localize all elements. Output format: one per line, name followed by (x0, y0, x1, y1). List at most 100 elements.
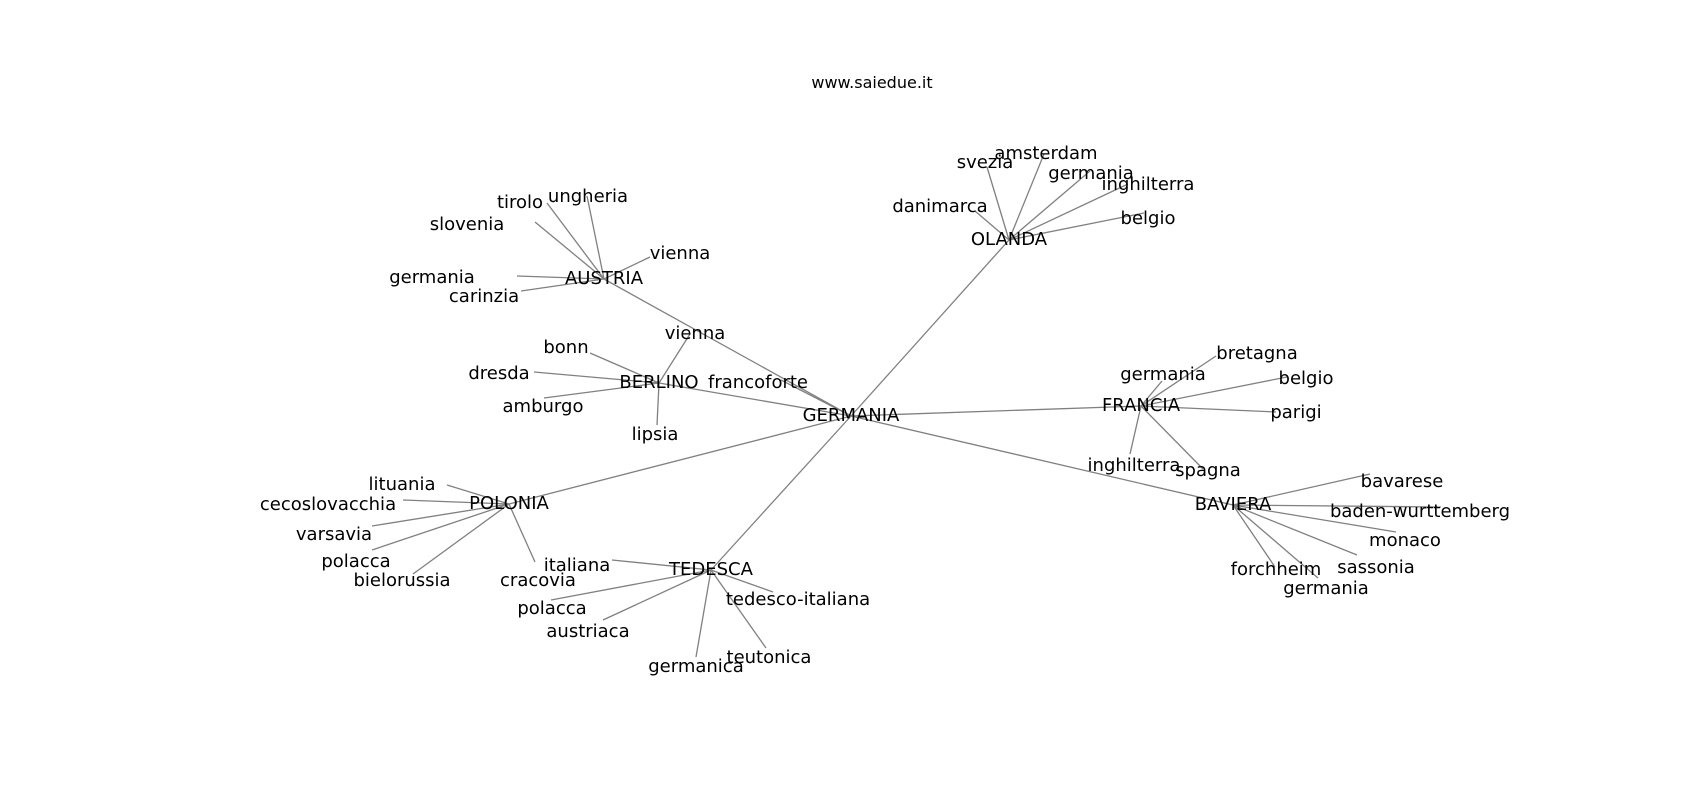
edge-tedesca-polacca (550, 569, 712, 601)
edge-center-francia (850, 405, 1142, 417)
edge-center-polonia (508, 415, 852, 505)
leaf-label-francia-parigi: parigi (1270, 402, 1321, 423)
edge-tedesca-germanica (695, 569, 712, 658)
hub-label-olanda: OLANDA (971, 229, 1048, 250)
site-title: www.saiedue.it (811, 73, 932, 92)
edge-berlino-vienna (658, 333, 691, 384)
edge-baviera-bavarese (1232, 473, 1371, 506)
center-label: GERMANIA (803, 405, 900, 426)
edge-austria-slovenia (534, 221, 605, 280)
edge-berlino-dresda (533, 371, 660, 384)
edge-center-olanda (850, 239, 1010, 417)
edge-francia-belgio (1140, 376, 1288, 407)
leaf-label-berlino-dresda: dresda (468, 363, 529, 384)
edge-olanda-amsterdam (1008, 153, 1045, 241)
hub-label-berlino: BERLINO (619, 372, 698, 393)
leaf-label-olanda-svezia: svezia (957, 152, 1014, 173)
edge-olanda-germania (1008, 170, 1091, 241)
edge-polonia-cracovia (508, 503, 536, 563)
edge-baviera-baden-wurttemberg (1232, 504, 1442, 508)
leaf-label-baviera-baden-wurttemberg: baden-wurttemberg (1330, 501, 1510, 522)
edge-berlino-bonn (589, 352, 660, 384)
leaf-label-polonia-cracovia: cracovia (500, 570, 576, 591)
leaf-label-baviera-sassonia: sassonia (1337, 557, 1415, 578)
edge-tedesca-italiana (611, 559, 712, 571)
edge-tedesca-tedesco-italiana (710, 569, 774, 593)
edge-center-berlino (658, 382, 852, 417)
leaf-label-polonia-lituania: lituania (369, 474, 436, 495)
leaf-label-tedesca-polacca: polacca (517, 598, 586, 619)
leaf-label-baviera-bavarese: bavarese (1361, 471, 1444, 492)
leaf-label-austria-tirolo: tirolo (497, 192, 543, 213)
edge-francia-germania (1140, 380, 1163, 407)
edge-francia-inghilterra (1129, 405, 1142, 455)
edge-baviera-sassonia (1232, 504, 1358, 556)
leaf-label-olanda-danimarca: danimarca (892, 196, 987, 217)
leaf-label-polonia-polacca: polacca (321, 551, 390, 572)
leaf-label-francia-spagna: spagna (1175, 460, 1241, 481)
leaf-label-francia-bretagna: bretagna (1216, 343, 1297, 364)
leaf-label-austria-ungheria: ungheria (548, 186, 628, 207)
leaf-label-olanda-inghilterra: inghilterra (1102, 174, 1195, 195)
leaf-label-tedesca-tedesco-italiana: tedesco-italiana (726, 589, 870, 610)
leaf-label-olanda-amsterdam: amsterdam (994, 143, 1097, 164)
leaf-label-berlino-lipsia: lipsia (632, 424, 679, 445)
edge-polonia-varsavia (371, 503, 510, 527)
leaf-label-tedesca-austriaca: austriaca (546, 621, 629, 642)
leaf-label-baviera-forchheim: forchheim (1231, 559, 1322, 580)
leaf-label-polonia-varsavia: varsavia (296, 524, 372, 545)
hub-label-polonia: POLONIA (469, 493, 549, 514)
leaf-label-berlino-bonn: bonn (543, 337, 588, 358)
edge-center-francoforte (780, 379, 852, 417)
leaf-label-austria-vienna: vienna (650, 243, 711, 264)
edge-baviera-monaco (1232, 504, 1397, 533)
leaf-label-tedesca-germanica: germanica (648, 656, 743, 677)
leaf-label-austria-slovenia: slovenia (430, 214, 505, 235)
leaf-label-austria-germania: germania (389, 267, 475, 288)
leaf-label-tedesca-teutonica: teutonica (727, 647, 812, 668)
leaf-label-olanda-belgio: belgio (1121, 208, 1176, 229)
leaf-label-polonia-cecoslovacchia: cecoslovacchia (260, 494, 396, 515)
edge-olanda-danimarca (974, 210, 1010, 241)
edge-olanda-inghilterra (1008, 183, 1129, 241)
leaf-label-berlino-amburgo: amburgo (503, 396, 584, 417)
leaf-label-francoforte: francoforte (708, 372, 808, 393)
leaf-label-francia-germania: germania (1120, 364, 1206, 385)
leaf-label-francia-belgio: belgio (1279, 368, 1334, 389)
leaf-label-polonia-bielorussia: bielorussia (353, 570, 450, 591)
edge-francia-spagna (1140, 405, 1204, 470)
edge-berlino-amburgo (543, 382, 660, 399)
edge-austria-carinzia (520, 278, 605, 292)
leaf-label-austria-carinzia: carinzia (449, 286, 519, 307)
edges-layer (371, 153, 1442, 658)
edge-tedesca-teutonica (710, 569, 767, 649)
leaf-label-baviera-monaco: monaco (1369, 530, 1441, 551)
leaf-label-baviera-germania: germania (1283, 578, 1369, 599)
edge-berlino-lipsia (656, 382, 660, 426)
edge-tedesca-austriaca (602, 569, 712, 621)
edge-austria-ungheria (586, 195, 605, 280)
edge-olanda-svezia (986, 166, 1010, 241)
edge-center-austria (603, 278, 852, 417)
edge-francia-parigi (1140, 405, 1277, 413)
leaf-label-francia-inghilterra: inghilterra (1088, 455, 1181, 476)
leaf-label-berlino-vienna: vienna (665, 323, 726, 344)
hub-label-austria: AUSTRIA (565, 268, 644, 289)
edge-francia-bretagna (1140, 355, 1217, 407)
edge-center-tedesca (710, 415, 852, 571)
leaf-label-tedesca-italiana: italiana (544, 555, 611, 576)
hub-label-francia: FRANCIA (1102, 395, 1181, 416)
labels-layer: danimarcasveziaamsterdamgermaniainghilte… (260, 143, 1510, 677)
leaf-label-olanda-germania: germania (1048, 163, 1134, 184)
hub-label-tedesca: TEDESCA (668, 559, 754, 580)
edge-austria-germania (516, 275, 605, 280)
edge-austria-vienna (603, 256, 651, 280)
edge-polonia-bielorussia (412, 503, 510, 575)
hub-label-baviera: BAVIERA (1195, 494, 1272, 515)
edge-polonia-lituania (446, 484, 510, 505)
edge-polonia-cecoslovacchia (402, 499, 510, 505)
edge-austria-tirolo (546, 202, 605, 280)
edge-baviera-forchheim (1232, 504, 1276, 568)
edge-polonia-polacca (371, 503, 510, 551)
